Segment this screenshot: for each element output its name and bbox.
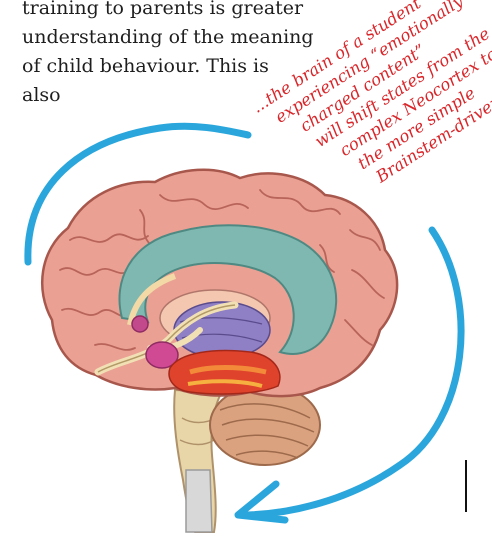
text-cursor (465, 460, 467, 512)
hypothalamus-shape (132, 316, 148, 332)
cerebellum-shape (210, 385, 320, 465)
spinal-cord-shape (186, 470, 212, 532)
